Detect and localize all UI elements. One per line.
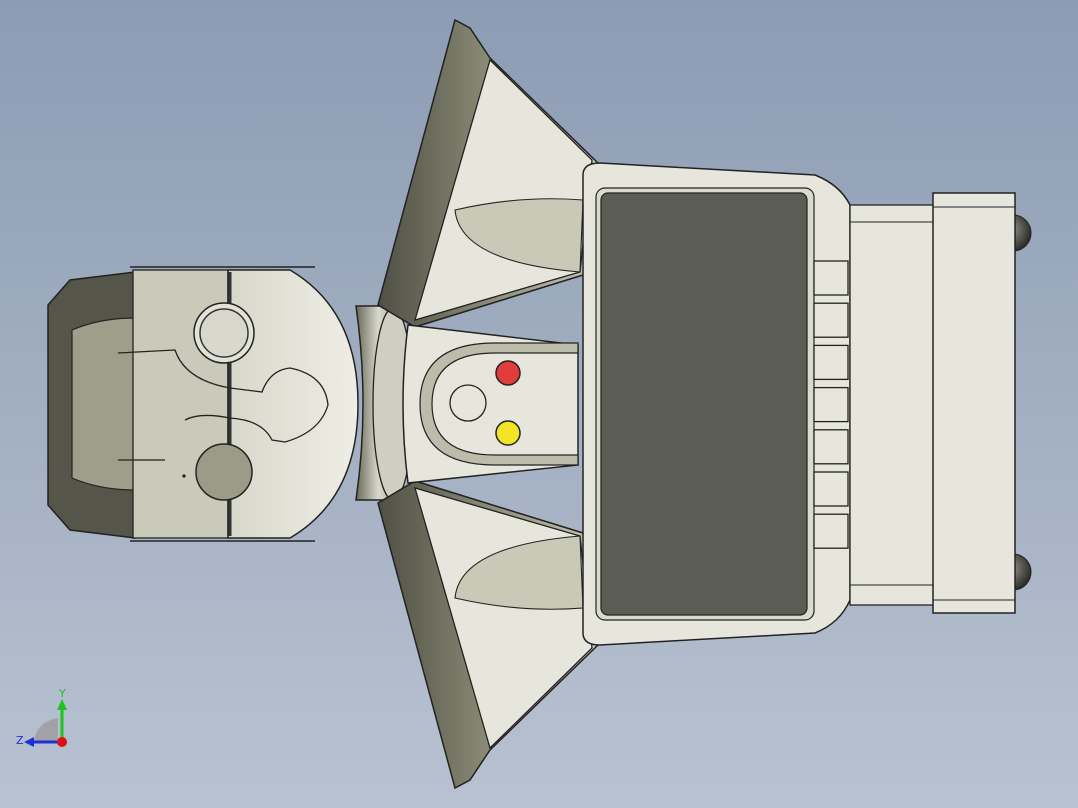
control-knob[interactable] xyxy=(449,384,487,422)
keypad-key[interactable] xyxy=(813,513,849,549)
yellow-button[interactable] xyxy=(495,420,521,446)
left-arm[interactable] xyxy=(377,18,599,328)
keypad xyxy=(813,260,849,549)
keypad-key[interactable] xyxy=(813,302,849,338)
torso[interactable] xyxy=(402,162,851,646)
keypad-key[interactable] xyxy=(813,429,849,465)
head-front-dome xyxy=(227,269,359,539)
sensor-dot xyxy=(182,474,186,478)
keypad-key[interactable] xyxy=(813,260,849,296)
keypad-key[interactable] xyxy=(813,471,849,507)
right-arm-pocket xyxy=(454,535,584,610)
head-back-face xyxy=(71,317,136,491)
display-screen[interactable] xyxy=(600,192,808,616)
right-arm[interactable] xyxy=(377,480,599,790)
left-arm-pocket xyxy=(454,198,584,273)
eye-bottom[interactable] xyxy=(195,443,253,501)
orientation-triad: Y Z xyxy=(16,687,67,747)
eye-top-lens xyxy=(199,308,249,358)
face-contour xyxy=(117,349,329,461)
z-axis-label: Z xyxy=(16,734,24,747)
triad-arc xyxy=(34,718,58,742)
base-neck xyxy=(849,204,936,606)
control-recess xyxy=(419,342,579,466)
keypad-key[interactable] xyxy=(813,386,849,423)
x-axis-point xyxy=(57,737,67,747)
head[interactable] xyxy=(47,266,359,542)
y-axis-label: Y xyxy=(58,687,66,700)
neck xyxy=(355,305,414,501)
red-button[interactable] xyxy=(495,360,521,386)
z-axis-head xyxy=(24,737,34,747)
keypad-key[interactable] xyxy=(813,344,849,381)
y-axis-head xyxy=(57,699,67,710)
base-plate xyxy=(932,192,1016,614)
base xyxy=(849,192,1032,614)
